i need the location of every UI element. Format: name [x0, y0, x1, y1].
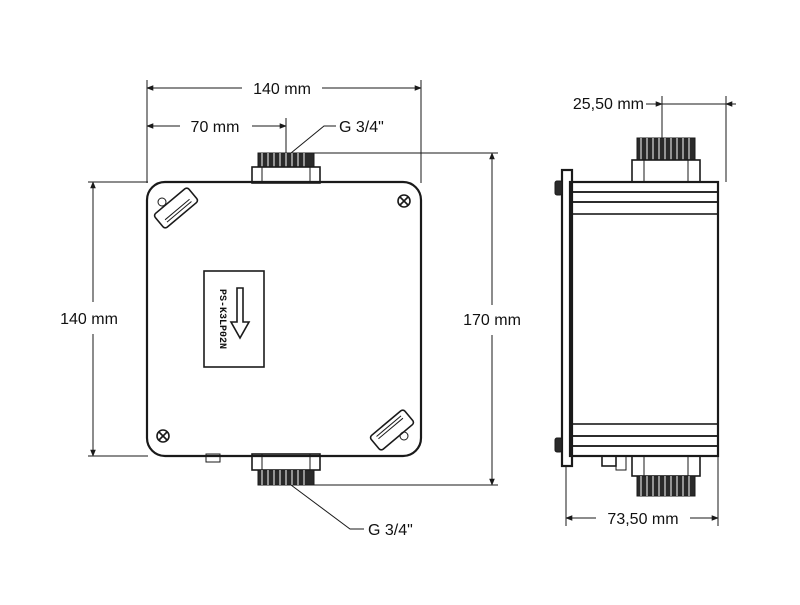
dim-half-width: 70 mm: [191, 119, 240, 136]
dim-total-height: 170 mm: [463, 312, 521, 329]
screw-icon: [397, 194, 411, 208]
clip-hole-icon: [157, 197, 167, 207]
front-dimensions: 140 mm 70 mm 140 mm 170 mm G 3/4" G 3/4": [60, 80, 521, 539]
side-view: [554, 137, 720, 497]
label-plate: [203, 270, 265, 368]
label-bottom-connection: G 3/4": [368, 522, 413, 539]
top-fitting: [251, 152, 321, 184]
dim-front-height: 140 mm: [60, 311, 118, 328]
bottom-fitting: [205, 453, 321, 486]
side-bottom-fitting: [631, 455, 701, 497]
mounting-plate: [560, 168, 574, 468]
label-top-connection: G 3/4": [339, 119, 384, 136]
side-dimensions: 25,50 mm 73,50 mm: [565, 96, 736, 528]
front-box-outline: [145, 180, 423, 458]
side-top-fitting: [631, 137, 701, 183]
dim-front-width: 140 mm: [253, 81, 311, 98]
screw-icon: [156, 429, 170, 443]
dim-side-depth: 73,50 mm: [607, 511, 678, 528]
side-box-outline: [568, 180, 720, 458]
plate-text: PS-K3LP02N: [216, 289, 227, 349]
flow-arrow-icon: [229, 287, 251, 340]
clip-hole-icon: [399, 431, 409, 441]
clip-bottom-right: [369, 409, 415, 451]
dim-fitting-depth: 25,50 mm: [573, 96, 644, 113]
front-view: PS-K3LP02N: [145, 152, 423, 486]
clip-top-left: [153, 187, 199, 229]
